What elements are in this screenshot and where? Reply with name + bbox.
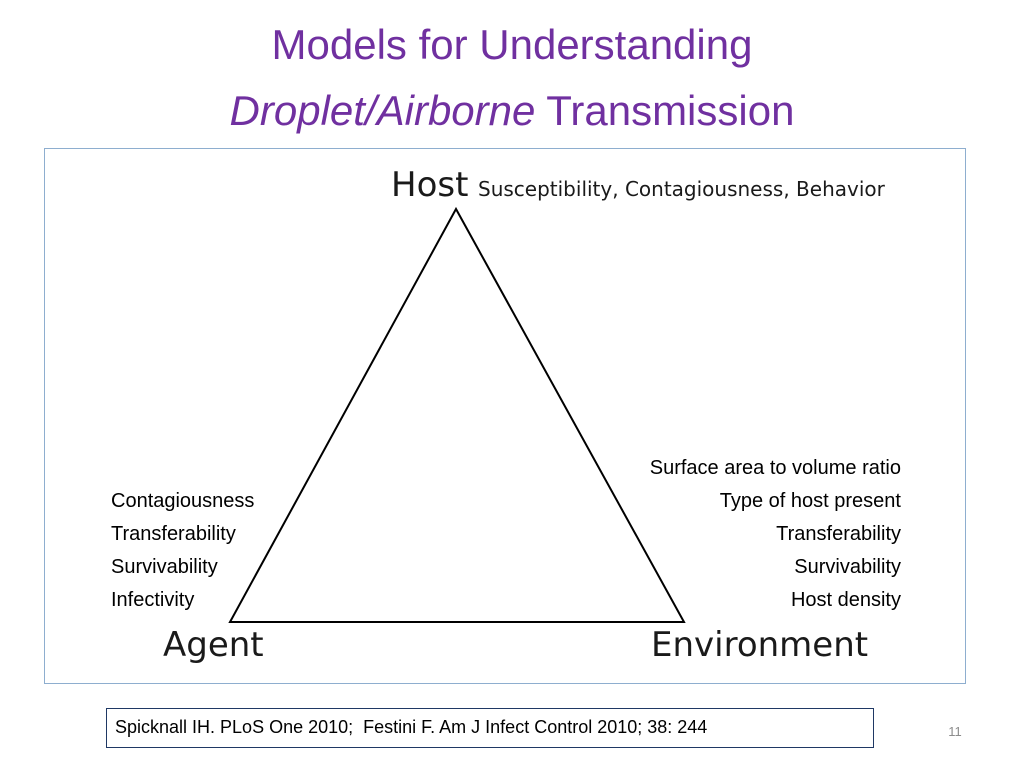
epidemiologic-triangle-diagram: Host Susceptibility, Contagiousness, Beh… [44, 148, 966, 684]
slide-title-line2: Droplet/Airborne Transmission [0, 86, 1024, 136]
agent-attribute: Transferability [111, 523, 236, 545]
environment-attribute-list: Surface area to volume ratio Type of hos… [650, 452, 901, 617]
environment-attribute: Type of host present [719, 490, 901, 512]
slide-number: 11 [948, 724, 962, 739]
triangle-outline [228, 206, 686, 623]
citation-box: Spicknall IH. PLoS One 2010; Festini F. … [106, 708, 874, 748]
title-emphasis: Droplet/Airborne [229, 87, 536, 134]
environment-attribute: Survivability [794, 556, 901, 578]
environment-attribute: Transferability [776, 523, 901, 545]
triangle-graphic [228, 206, 686, 623]
agent-label: Agent [163, 625, 264, 665]
title-rest: Transmission [535, 87, 795, 134]
slide-title-line1: Models for Understanding [271, 21, 753, 68]
host-attributes: Susceptibility, Contagiousness, Behavior [478, 177, 885, 201]
host-label: Host [391, 165, 469, 205]
agent-attribute: Infectivity [111, 589, 195, 611]
environment-attribute: Host density [790, 589, 901, 611]
environment-label: Environment [651, 625, 869, 665]
environment-attribute: Surface area to volume ratio [649, 457, 901, 479]
agent-attribute: Contagiousness [111, 490, 255, 512]
agent-attribute-list: Contagiousness Transferability Survivabi… [111, 485, 254, 617]
agent-attribute: Survivability [111, 556, 218, 578]
